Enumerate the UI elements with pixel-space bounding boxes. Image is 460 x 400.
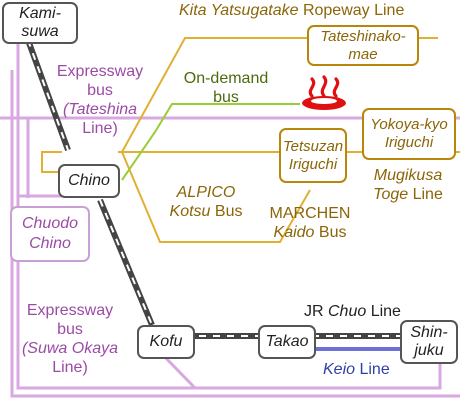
station-kamisuwa-label-line1: Kami- <box>19 5 61 22</box>
station-shinjuku-label-line2: juku <box>414 342 444 359</box>
on-demand-bus-route <box>121 103 300 181</box>
stop-tateshinako-mae[interactable]: Tateshinako- mae <box>307 25 419 66</box>
station-chino[interactable]: Chino <box>58 164 120 198</box>
stop-chuodo-chino[interactable]: Chuodo Chino <box>10 206 90 262</box>
expressway-tateshina-label: Expressway bus (Tateshina Line) <box>56 63 144 137</box>
station-takao-label: Takao <box>265 333 309 350</box>
station-kofu[interactable]: Kofu <box>137 325 195 359</box>
stop-tateshinako-mae-label-line1: Tateshinako- <box>320 27 406 45</box>
station-kofu-label: Kofu <box>149 333 183 350</box>
expressway-suwa-okaya-outer-route <box>10 70 460 398</box>
jr-chuo-line-track <box>25 38 405 339</box>
station-takao[interactable]: Takao <box>258 325 316 359</box>
ropeway-line-label: Kita Yatsugatake Ropeway Line <box>179 2 405 19</box>
stop-tetsuzan-iriguchi-label-line2: Iriguchi <box>288 155 338 173</box>
stop-yokoya-kyo-iriguchi-label-line1: Yokoya-kyo <box>370 116 448 133</box>
keio-line-label: Keio Line <box>323 361 390 378</box>
station-chino-label: Chino <box>68 172 110 189</box>
expressway-suwa-okaya-label: Expressway bus (Suwa Okaya Line) <box>21 302 119 376</box>
station-shinjuku[interactable]: Shin- juku <box>400 320 458 364</box>
hot-spring-icon <box>302 75 346 110</box>
stop-tetsuzan-iriguchi-label-line1: Tetsuzan <box>282 137 344 155</box>
stop-tateshinako-mae-label-line2: mae <box>348 45 378 63</box>
station-shinjuku-label-line1: Shin- <box>410 324 448 341</box>
chino-bus-loop <box>41 151 62 173</box>
stop-yokoya-kyo-iriguchi-label-line2: Iriguchi <box>384 134 434 151</box>
marchen-kaido-route <box>121 151 311 243</box>
jr-chuo-line-label: JR Chuo Line <box>304 303 401 320</box>
mugikusa-toge-line-label: Mugikusa Toge Line <box>373 167 443 203</box>
marchen-kaido-bus-label: MARCHEN Kaido Bus <box>269 205 351 241</box>
stop-yokoya-kyo-iriguchi[interactable]: Yokoya-kyo Iriguchi <box>362 108 456 160</box>
alpico-kotsu-bus-label: ALPICO Kotsu Bus <box>169 184 243 220</box>
station-kamisuwa[interactable]: Kami- suwa <box>2 2 78 44</box>
stop-chuodo-chino-label-line2: Chino <box>29 235 71 252</box>
on-demand-bus-label: On-demand bus <box>183 70 269 106</box>
stop-chuodo-chino-label-line1: Chuodo <box>21 215 79 232</box>
stop-tetsuzan-iriguchi[interactable]: Tetsuzan Iriguchi <box>279 128 347 183</box>
station-kamisuwa-label-line2: suwa <box>21 23 59 40</box>
